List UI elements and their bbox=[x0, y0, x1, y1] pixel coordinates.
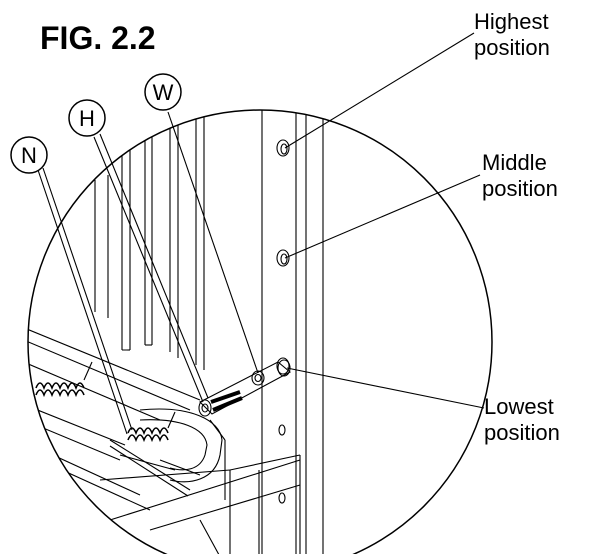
leader-highest bbox=[284, 32, 475, 149]
magnified-assembly bbox=[28, 110, 324, 554]
callout-middle-position: Middle position bbox=[482, 150, 558, 202]
detail-circle bbox=[27, 109, 493, 554]
balloon-h-letter: H bbox=[79, 106, 95, 131]
leader-n bbox=[37, 169, 128, 435]
callout-highest-position: Highest position bbox=[474, 9, 550, 61]
callout-highest-line2: position bbox=[474, 35, 550, 60]
upright-post bbox=[258, 110, 324, 554]
leader-w bbox=[167, 111, 259, 374]
leader-lines bbox=[37, 32, 485, 435]
leader-lowest bbox=[286, 367, 485, 409]
u-bracket bbox=[139, 408, 223, 483]
balloon-w: W bbox=[144, 73, 182, 111]
balloon-w-letter: W bbox=[153, 80, 174, 105]
callout-lowest-line2: position bbox=[484, 420, 560, 445]
hook-rods bbox=[109, 439, 191, 497]
callout-middle-line1: Middle bbox=[482, 150, 547, 175]
balloon-h: H bbox=[68, 99, 106, 137]
springs bbox=[35, 361, 176, 443]
part-balloons: N H W bbox=[10, 73, 182, 174]
leader-h bbox=[93, 136, 204, 403]
frame-rails bbox=[28, 317, 301, 554]
callout-lowest-line1: Lowest bbox=[484, 394, 554, 419]
callout-middle-line2: position bbox=[482, 176, 558, 201]
leader-n-second bbox=[42, 167, 133, 431]
back-slats bbox=[94, 112, 205, 370]
adjustment-holes bbox=[276, 139, 290, 504]
balloon-n: N bbox=[10, 136, 48, 174]
leader-middle bbox=[284, 174, 481, 259]
leader-h-second bbox=[99, 133, 209, 399]
figure-title: FIG. 2.2 bbox=[40, 20, 156, 56]
balloon-n-letter: N bbox=[21, 143, 37, 168]
callout-lowest-position: Lowest position bbox=[484, 394, 560, 446]
callout-highest-line1: Highest bbox=[474, 9, 549, 34]
pin-assembly bbox=[198, 359, 291, 417]
